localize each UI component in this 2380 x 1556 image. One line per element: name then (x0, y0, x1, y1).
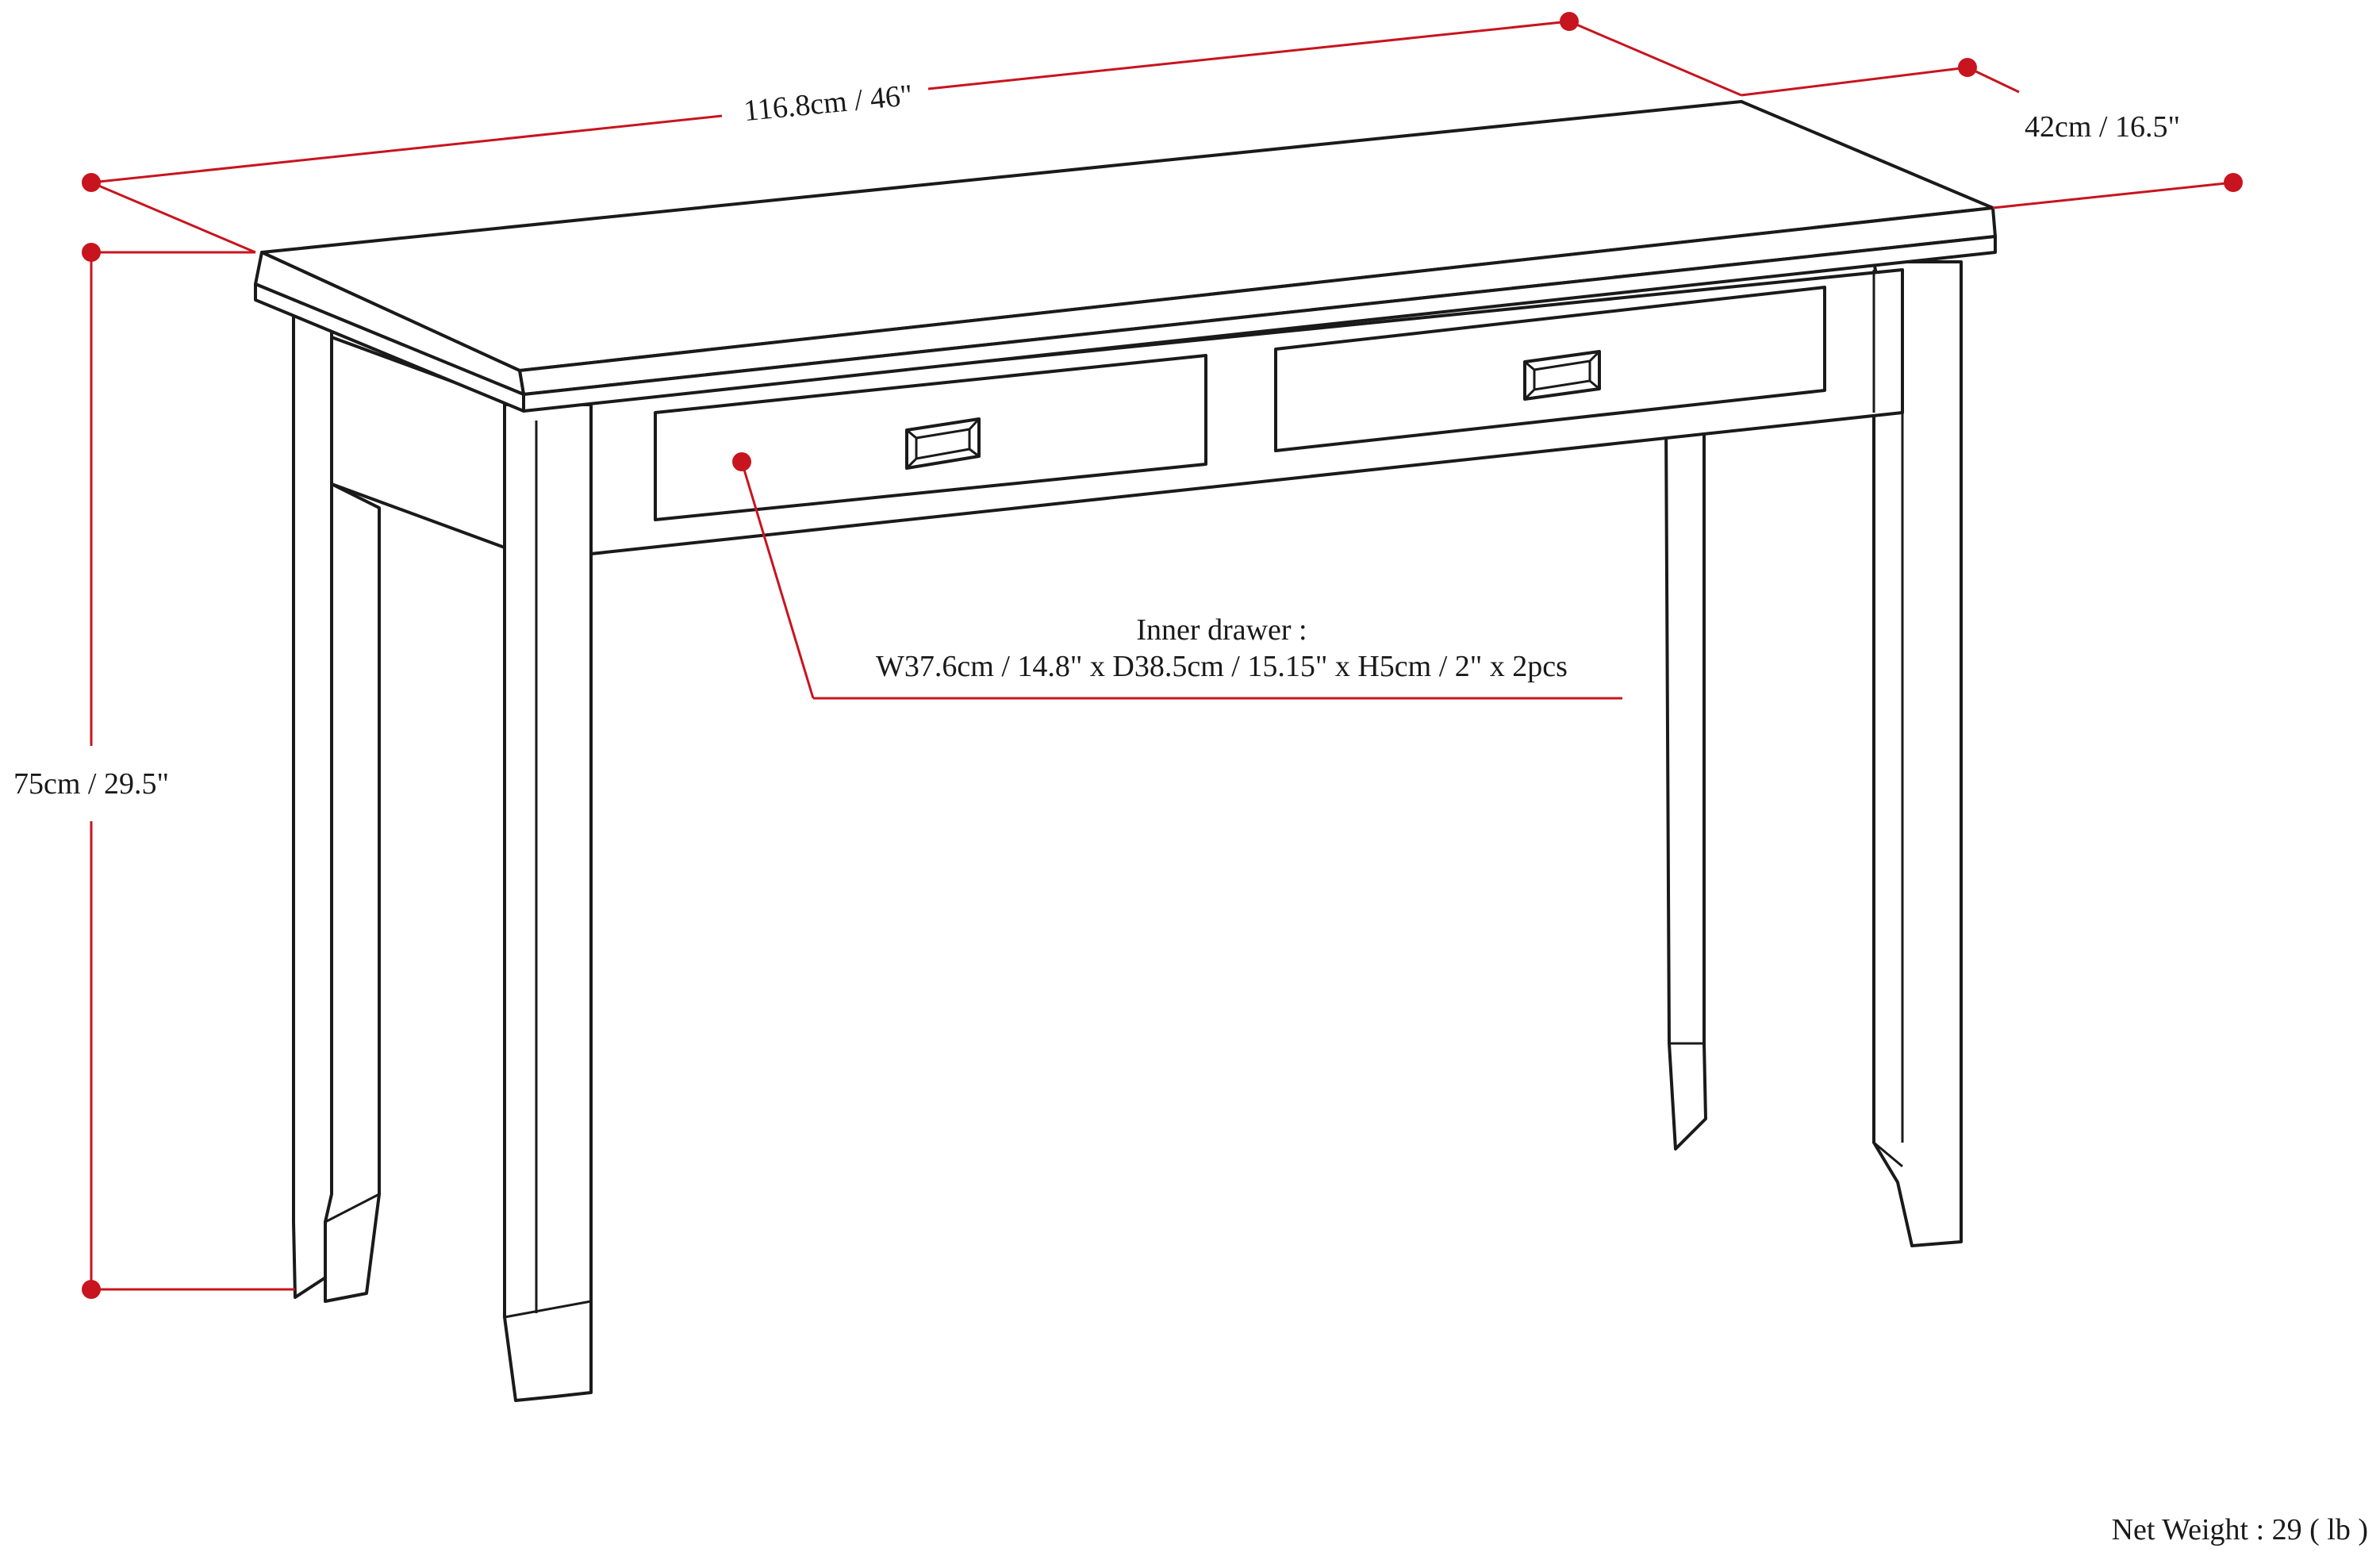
net-weight-label: Net Weight : 29 ( lb ) (2112, 1513, 2368, 1546)
height-dimension-label: 75cm / 29.5" (13, 767, 169, 801)
inner-drawer-spec: W37.6cm / 14.8" x D38.5cm / 15.15" x H5c… (876, 650, 1568, 683)
front-left-leg (503, 403, 593, 1402)
back-right-leg (1664, 419, 1707, 1151)
left-drawer-pull[interactable] (905, 417, 981, 470)
dimension-lines (82, 12, 2243, 1299)
table-top-side-edge (254, 282, 525, 413)
right-drawer-pull[interactable] (1523, 350, 1601, 401)
depth-dimension-label: 42cm / 16.5" (2025, 110, 2180, 144)
inner-drawer-title: Inner drawer : (1136, 613, 1307, 647)
back-left-leg (292, 312, 333, 1299)
back-left-leg-inner (324, 482, 381, 1303)
width-dimension-label: 116.8cm / 46" (743, 79, 915, 128)
